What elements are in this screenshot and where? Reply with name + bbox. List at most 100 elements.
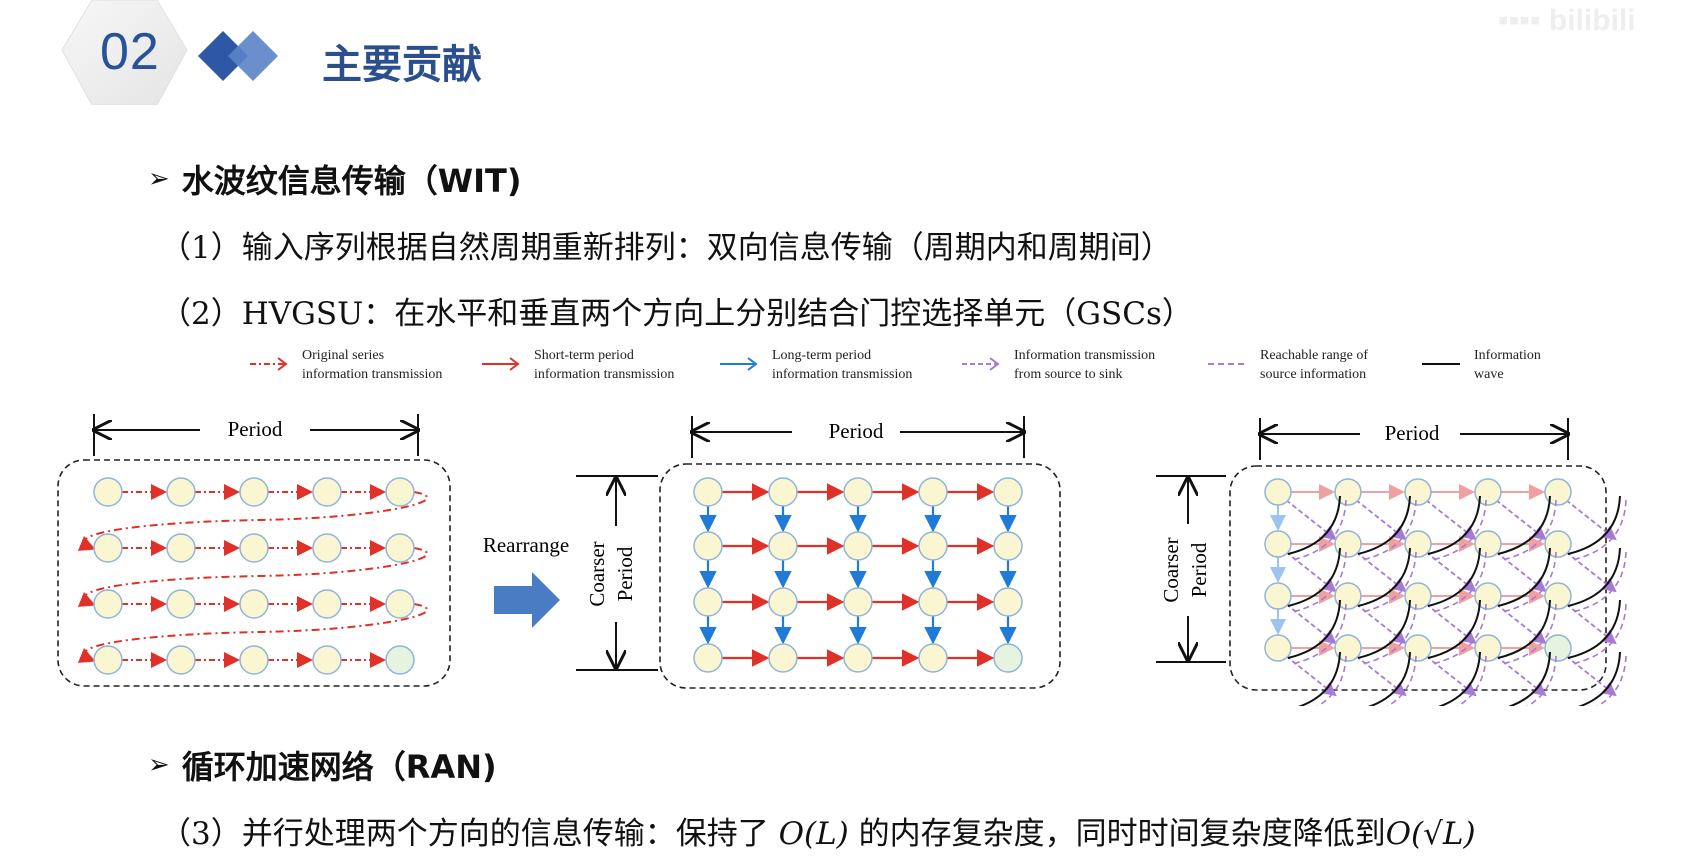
time-complexity: O(√L) [1385, 816, 1476, 852]
source-sink-arrow [1565, 603, 1617, 645]
reachable-range [1501, 603, 1557, 665]
black-line-icon [1422, 363, 1460, 365]
sequence-node [918, 477, 948, 507]
legend-line2: source information [1260, 367, 1367, 382]
information-wave [1287, 495, 1341, 555]
sequence-node [93, 477, 123, 507]
information-wave [1427, 547, 1481, 607]
sequence-node [1474, 634, 1502, 662]
legend-line1: Original series [302, 348, 385, 363]
sequence-node [1404, 478, 1432, 506]
information-wave [1367, 651, 1411, 706]
coarser-label: Coarser [585, 541, 609, 606]
information-wave [1497, 547, 1551, 607]
bullet-arrow-icon: ➢ [148, 164, 170, 194]
reachable-range [1431, 603, 1487, 665]
item-1: （1）输入序列根据自然周期重新排列：双向信息传输（周期内和周期间） [160, 230, 1172, 266]
sequence-node [312, 533, 342, 563]
sequence-node [768, 531, 798, 561]
information-wave [1357, 599, 1411, 659]
section-title: 主要贡献 [322, 42, 482, 88]
sequence-node [93, 645, 123, 675]
source-sink-arrow [1495, 551, 1547, 593]
sequence-node [1544, 634, 1572, 662]
reachable-range [1456, 655, 1487, 706]
sequence-node [768, 587, 798, 617]
period-label: Period [829, 419, 884, 443]
source-sink-arrow [1285, 551, 1337, 593]
information-wave [1427, 599, 1481, 659]
legend-item-short-term: Short-term period information transmissio… [480, 346, 674, 394]
wrap-arrow [77, 603, 429, 663]
information-wave [1507, 651, 1551, 706]
sequence-node [239, 589, 269, 619]
sequence-node [1544, 530, 1572, 558]
source-sink-arrow [1495, 655, 1547, 697]
sequence-node [385, 645, 415, 675]
coarser-label-period: Period [1187, 542, 1211, 597]
information-wave [1287, 547, 1341, 607]
reachable-range [1361, 551, 1417, 613]
wrap-arrow [77, 547, 429, 607]
reachable-range [1291, 499, 1347, 561]
source-sink-arrow [1495, 499, 1547, 541]
sequence-node [1474, 582, 1502, 610]
bullet-wit: ➢ 水波纹信息传输（WIT) [148, 156, 521, 202]
source-sink-arrow [1425, 603, 1477, 645]
sequence-node [993, 587, 1023, 617]
sequence-node [768, 643, 798, 673]
sequence-node [1264, 478, 1292, 506]
red-arrow-icon [482, 357, 520, 371]
sequence-node [1334, 582, 1362, 610]
sequence-node [166, 645, 196, 675]
reachable-range [1431, 499, 1487, 561]
sequence-node [843, 643, 873, 673]
source-sink-arrow [1565, 655, 1617, 697]
legend-line1: Short-term period [534, 348, 634, 363]
sequence-node [768, 477, 798, 507]
reachable-range [1316, 655, 1347, 706]
reachable-range [1596, 655, 1627, 706]
sequence-node [239, 533, 269, 563]
sequence-node [693, 531, 723, 561]
information-wave [1357, 547, 1411, 607]
information-wave [1427, 495, 1481, 555]
reachable-range [1386, 655, 1417, 706]
legend-line2: information transmission [534, 367, 675, 382]
item-3: （3）并行处理两个方向的信息传输：保持了 O(L) 的内存复杂度，同时时间复杂度… [160, 808, 1476, 853]
blue-arrow-icon [720, 357, 758, 371]
reachable-range [1291, 603, 1347, 665]
source-sink-arrow [1565, 551, 1617, 593]
sequence-node [93, 533, 123, 563]
sequence-node [312, 589, 342, 619]
information-wave [1567, 599, 1621, 659]
coarser-label: Coarser [1159, 537, 1183, 602]
sequence-node [1264, 582, 1292, 610]
watermark-logo: ▪▪▪▪ bilibili [1498, 4, 1636, 37]
memory-complexity: O(L) [778, 816, 849, 852]
sequence-node [1334, 634, 1362, 662]
legend-item-reachable: Reachable range of source information [1206, 346, 1368, 394]
bullet-ran: ➢ 循环加速网络（RAN) [148, 742, 497, 788]
legend-line2: information transmission [302, 367, 443, 382]
sequence-node [843, 587, 873, 617]
sequence-node [1404, 582, 1432, 610]
reachable-range [1571, 551, 1627, 613]
information-wave [1577, 651, 1621, 706]
section-number: 02 [100, 23, 160, 81]
sequence-node [918, 643, 948, 673]
source-sink-arrow [1355, 603, 1407, 645]
svg-text:▪▪▪▪ bilibili: ▪▪▪▪ bilibili [1498, 4, 1636, 37]
source-sink-arrow [1565, 499, 1617, 541]
sequence-node [1264, 530, 1292, 558]
legend-line1: Reachable range of [1260, 348, 1369, 363]
sequence-node [1404, 634, 1432, 662]
purple-dashed-arrow-icon [962, 357, 1000, 371]
purple-dashed-line-icon [1208, 363, 1246, 365]
source-sink-arrow [1355, 655, 1407, 697]
information-wave [1287, 599, 1341, 659]
source-sink-arrow [1355, 499, 1407, 541]
information-wave [1437, 651, 1481, 706]
sequence-node [1544, 478, 1572, 506]
